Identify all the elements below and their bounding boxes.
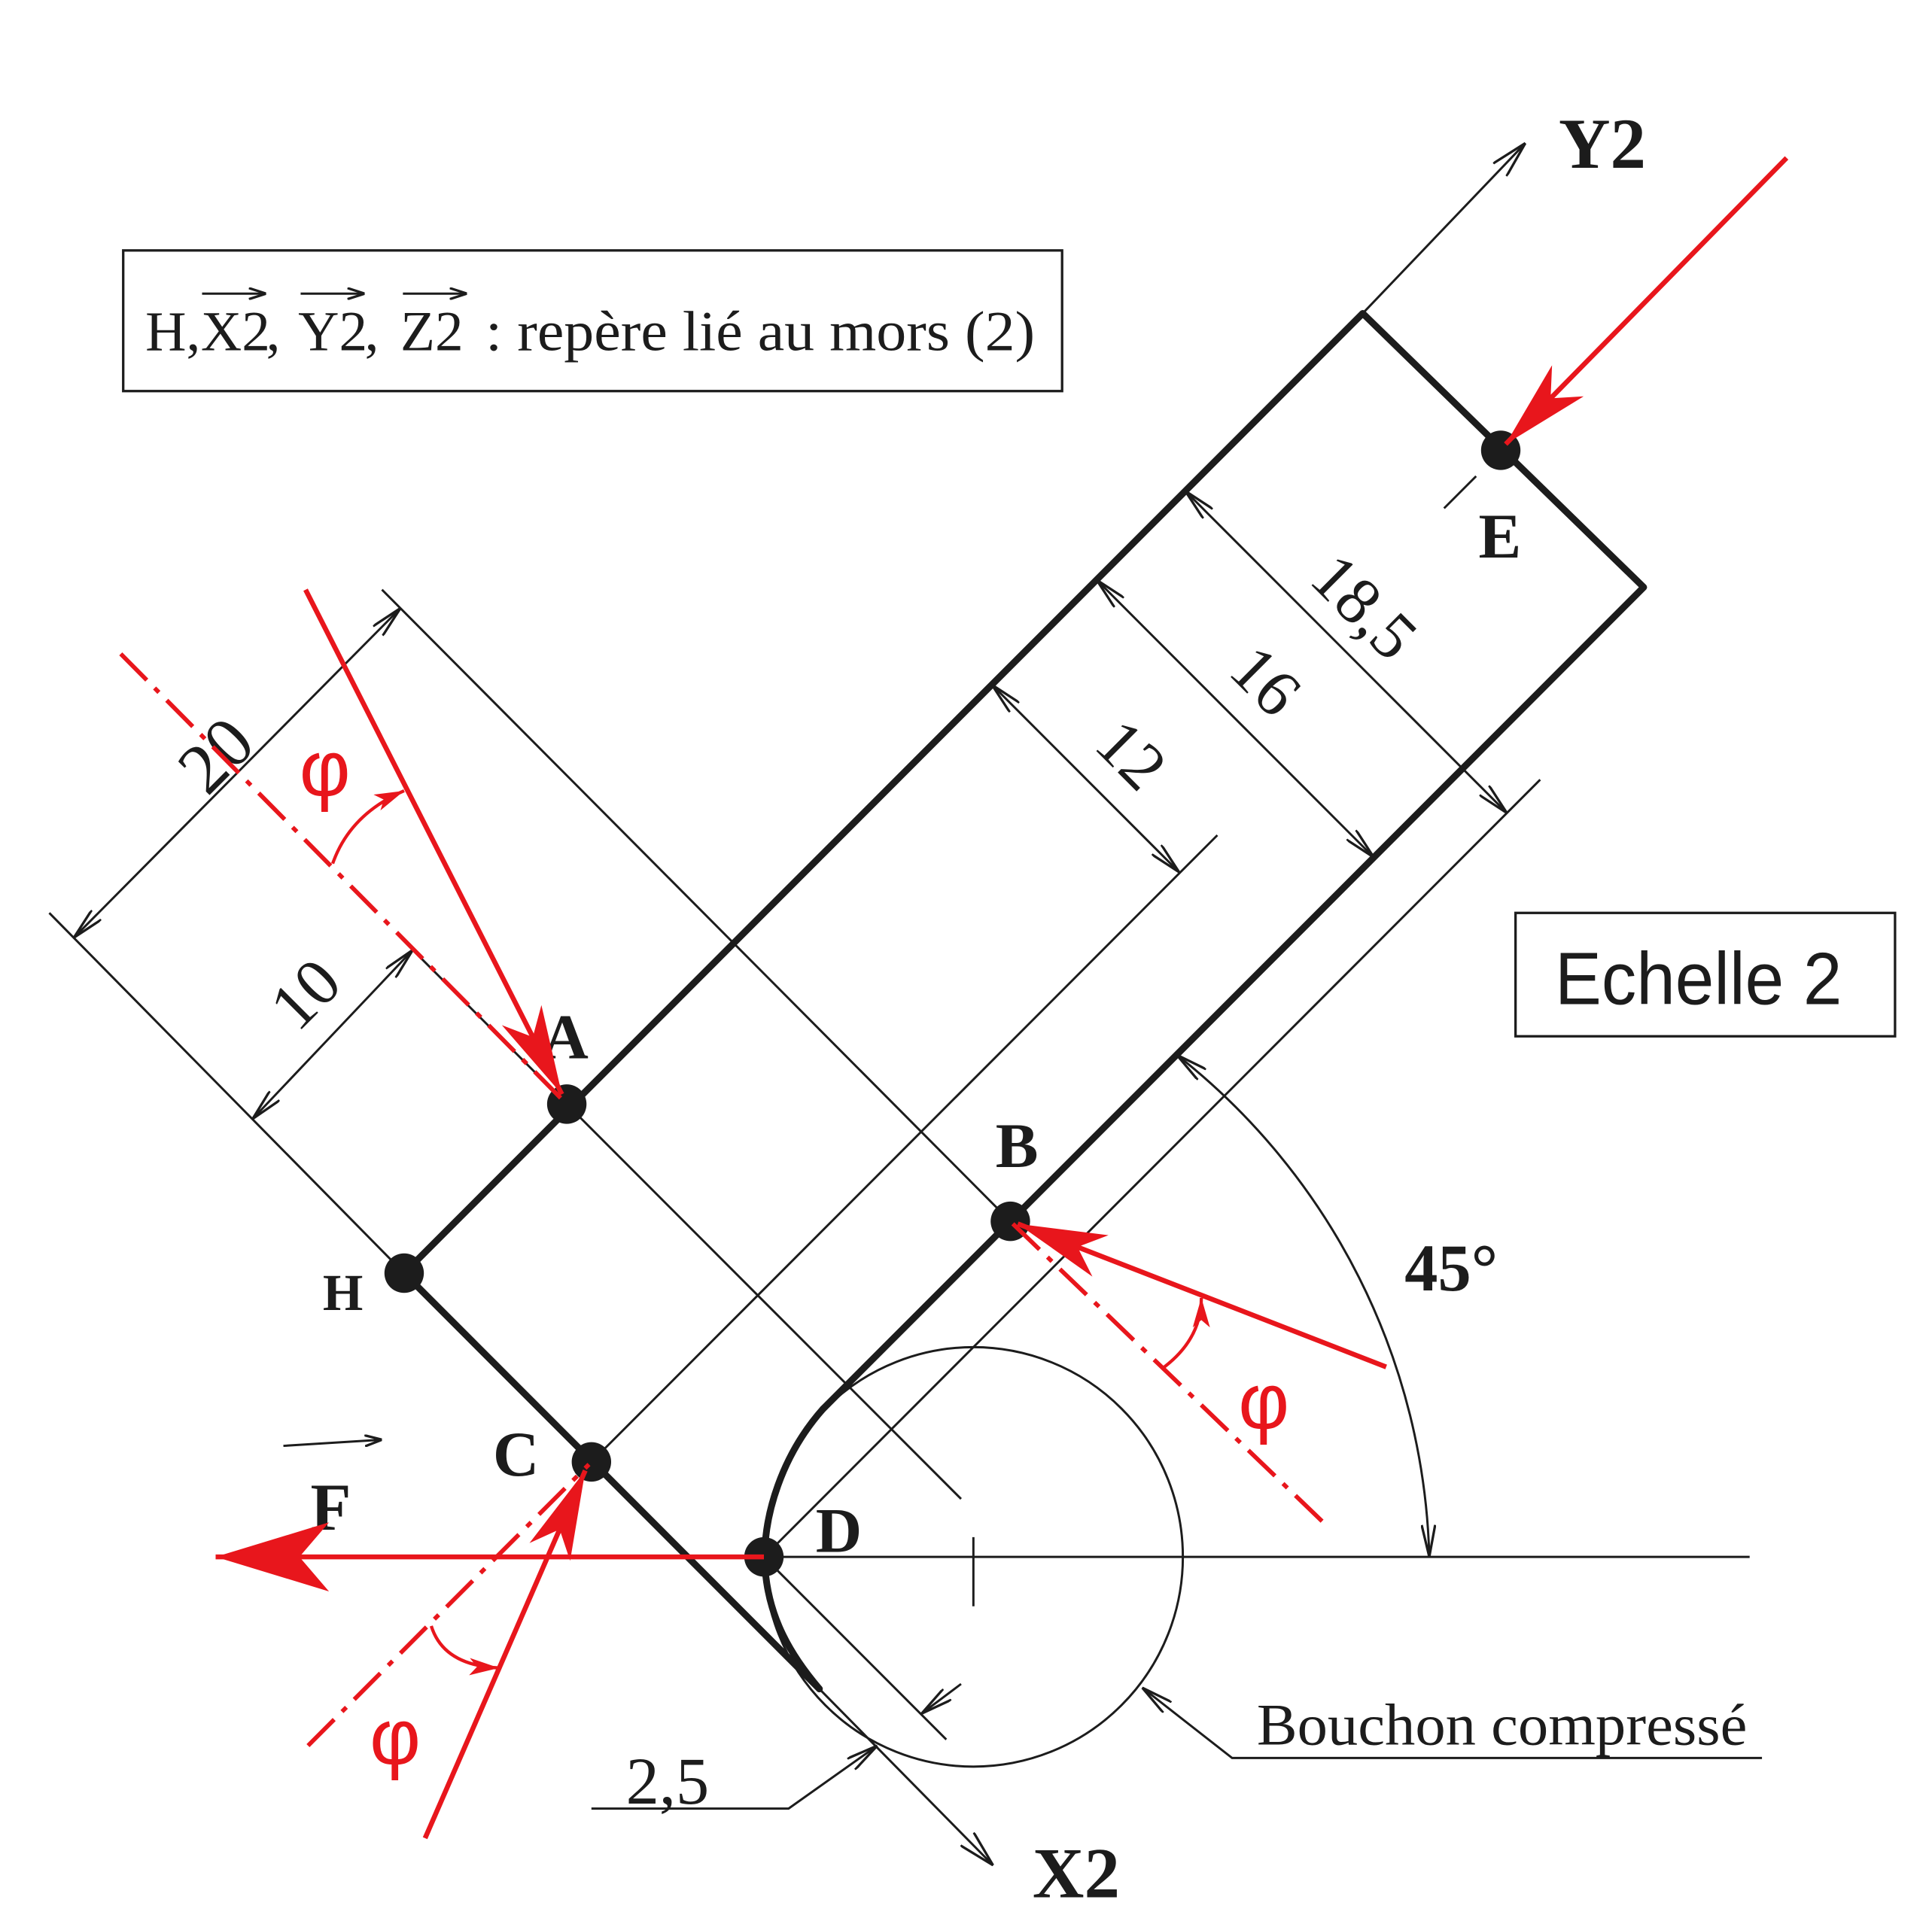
dimensions: 20 10 12 16 18,5 2,5 45° — [74, 491, 1507, 1819]
jaw-lower-edge — [400, 1269, 823, 1693]
dimension-2-5-label: 2,5 — [626, 1745, 710, 1819]
scale-note-box — [1514, 911, 1897, 1038]
angle-arc-45 — [1176, 1055, 1429, 1557]
extension-line-d-normal — [762, 1556, 948, 1740]
point-e-label: E — [1479, 501, 1522, 572]
frame-note-vector-y2: Y2 — [298, 301, 367, 363]
scale-note-text: Echelle 2 — [1555, 938, 1842, 1020]
frame-note-suffix: : repère lié au mors (2) — [485, 301, 1035, 363]
jaw-axes: Y2 X2 — [818, 104, 1646, 1913]
point-a-label: A — [542, 1002, 588, 1073]
cork-callout-leader — [1142, 1688, 1763, 1759]
angle-label: 45° — [1404, 1232, 1498, 1305]
dimension-16-label: 16 — [1215, 631, 1315, 731]
dimension-2-5-arrow — [922, 1682, 962, 1713]
dimension-20-label: 20 — [162, 701, 269, 808]
y2-axis-label: Y2 — [1559, 104, 1646, 184]
dimension-18-5-label: 18,5 — [1297, 539, 1432, 674]
dimension-2-5-leader — [591, 1746, 878, 1810]
friction-angle-label-c: φ — [370, 1694, 421, 1782]
construction-lines — [48, 475, 1750, 1768]
frame-note-vector-z2: Z2 — [400, 301, 464, 363]
cork-callout-label: Bouchon compressé — [1257, 1692, 1748, 1758]
frame-note-vector-x2: X2 — [201, 301, 270, 363]
x2-axis-arrow — [818, 1688, 993, 1865]
friction-angle-arc-a — [331, 789, 405, 865]
extension-line-h — [48, 912, 406, 1275]
point-c-dot — [571, 1442, 612, 1482]
cork-callout: Bouchon compressé — [1142, 1688, 1763, 1759]
x2-axis-label: X2 — [1033, 1834, 1120, 1913]
extension-line-b — [381, 588, 1012, 1223]
force-f-vector-arrow — [283, 1439, 382, 1448]
y2-axis-arrow — [1362, 143, 1526, 315]
dimension-10-label: 10 — [256, 945, 355, 1044]
frame-note-comma: , — [266, 301, 281, 363]
frame-note-comma: , — [365, 301, 379, 363]
extension-line-d — [775, 779, 1541, 1546]
force-arrow-e — [1504, 156, 1789, 446]
extension-line-c — [590, 834, 1219, 1463]
frame-note-box — [122, 249, 1063, 393]
normal-line-a — [119, 652, 569, 1106]
friction-angle-arc-c — [429, 1625, 500, 1676]
dimension-line-10 — [253, 950, 413, 1119]
point-e-tick — [1443, 475, 1477, 509]
force-arrow-a — [303, 588, 564, 1096]
point-h-dot — [384, 1253, 424, 1293]
jaw-outline — [400, 309, 1648, 1693]
force-arrow-b — [1017, 1221, 1387, 1369]
point-d-label: D — [816, 1496, 862, 1567]
scale-note: Echelle 2 — [1514, 911, 1897, 1038]
force-f-label: F — [283, 1439, 382, 1545]
frame-note: H, X2 , Y2 , Z2 : repère lié au mors (2) — [122, 249, 1063, 393]
force-arrow-c — [422, 1470, 588, 1840]
frame-note-prefix: H, — [145, 301, 200, 363]
friction-angle-label-a: φ — [300, 725, 351, 813]
forces: φ φ φ — [119, 156, 1789, 1840]
points: A B C D E H — [323, 430, 1522, 1577]
friction-angle-arc-b — [1163, 1297, 1210, 1369]
friction-angle-label-b: φ — [1238, 1358, 1289, 1446]
dimension-line-18-5 — [1185, 491, 1507, 813]
point-b-label: B — [996, 1111, 1039, 1181]
point-h-label: H — [323, 1264, 363, 1321]
force-f-text: F — [311, 1471, 351, 1545]
point-c-label: C — [493, 1419, 539, 1490]
